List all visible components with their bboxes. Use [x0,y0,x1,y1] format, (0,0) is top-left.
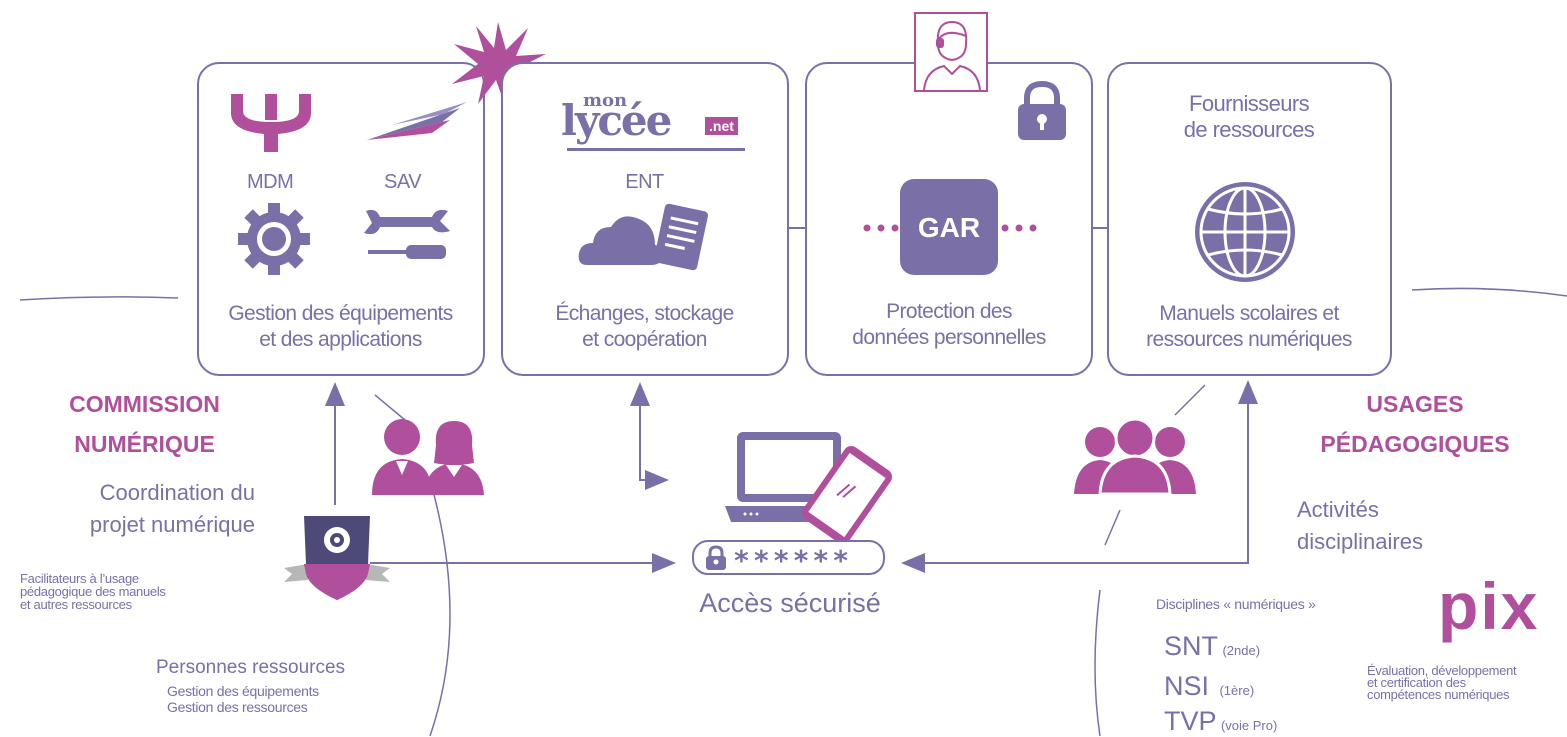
mdm-label: MDM [247,171,294,193]
tablet-icon [801,446,893,544]
mdm-fork-icon [231,94,311,152]
commission-heading: COMMISSION NUMÉRIQUE [69,391,220,457]
gar-description: Protection des données personnelles [852,300,1046,349]
globe-icon [1195,182,1295,282]
gar-badge [900,179,998,275]
facilitators-text: Facilitateurs à l’usage pédagogique des … [20,571,166,612]
shield-gear-badge-icon [284,516,390,600]
person-portrait-icon [914,12,988,92]
password-mask: ****** [733,544,853,577]
ent-box: mon lycée .net ENT Échanges, stockage et… [501,62,789,376]
tools-icon [364,209,450,259]
pix-logo: pix [1438,569,1540,643]
resources-description: Manuels scolaires et ressources numériqu… [1146,302,1352,351]
sav-arrow-icon [367,102,467,140]
discipline-nsi: NSI (1ère) [1164,671,1255,701]
activities-text: Activités disciplinaires [1297,497,1423,554]
resource-people-list: Gestion des équipements Gestion des ress… [167,683,319,715]
lock-icon [1018,80,1066,140]
group-people-icon [1074,418,1196,494]
document-icon [653,203,709,271]
equipment-management-box: MDM SAV Gestion des équipements et des a… [197,62,485,376]
resource-people-title: Personnes ressources [156,657,346,678]
laptop-icon [725,432,855,522]
monlycee-logo-suffix: .net [705,117,738,135]
two-people-icon [372,419,484,495]
ent-description: Échanges, stockage et coopération [555,302,734,351]
starburst-icon [452,22,546,108]
resources-box: Fournisseurs de ressources Manuels scola… [1107,62,1392,376]
sav-label: SAV [384,171,422,193]
equipment-description: Gestion des équipements et des applicati… [228,302,453,351]
gar-badge-label: GAR [917,212,981,243]
ent-label: ENT [625,171,664,193]
coordination-text: Coordination du projet numérique [89,480,255,537]
resources-title: Fournisseurs de ressources [1183,91,1315,142]
padlock-icon [706,545,726,570]
discipline-snt: SNT (2nde) [1164,631,1261,661]
usages-heading: USAGES PÉDAGOGIQUES [1320,391,1510,457]
discipline-tvp: TVP (voie Pro) [1164,706,1278,736]
monlycee-logo-main: lycée [561,96,672,145]
monlycee-logo-top: mon [583,90,628,111]
gar-dots [863,224,1037,232]
secure-access-label: Accès sécurisé [699,588,881,618]
gear-icon [238,203,310,275]
cloud-icon [578,216,664,265]
disciplines-title: Disciplines « numériques » [1156,596,1316,612]
pix-description: Évaluation, développement et certificati… [1367,663,1517,702]
monlycee-logo-underline [567,148,745,151]
